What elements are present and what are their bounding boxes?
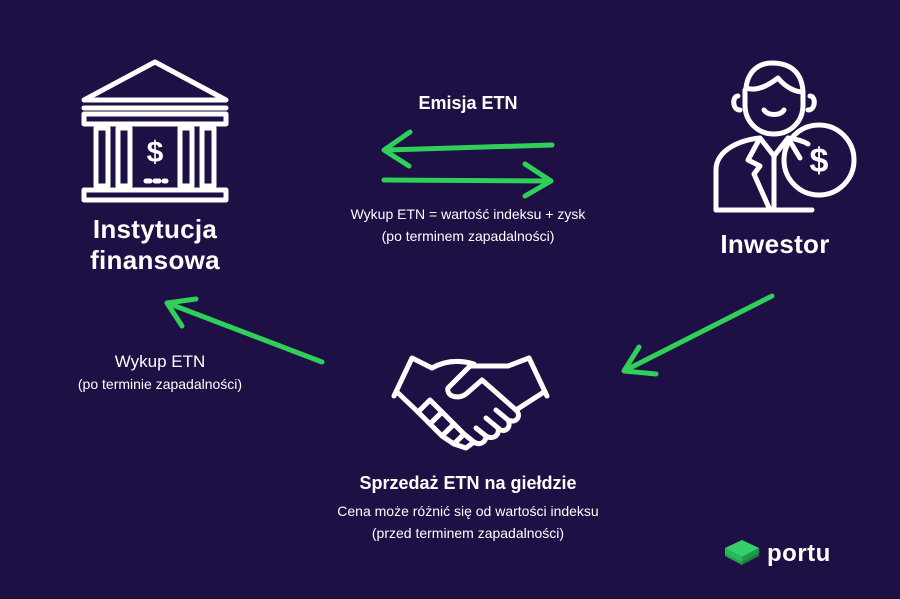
handshake-icon: [391, 355, 550, 451]
wykup-investor-label: Wykup ETN = wartość indeksu + zysk (po t…: [298, 203, 638, 247]
wykup-etn-label: Wykup ETN (po terminie zapadalności): [30, 350, 290, 395]
portu-logo-icon: [725, 540, 759, 565]
exchange-line2: (przed terminem zapadalności): [371, 525, 565, 541]
exchange-line1: Cena może różnić się od wartości indeksu: [337, 503, 599, 519]
svg-text:$: $: [147, 136, 164, 169]
bank-icon: $: [81, 59, 229, 203]
wykup-etn-line1: Wykup ETN: [114, 352, 206, 371]
exchange-title: Sprzedaż ETN na giełdzie: [359, 473, 577, 493]
wykup-etn-line2: (po terminie zapadalności): [77, 376, 243, 392]
exchange-label: Sprzedaż ETN na giełdzie Cena może różni…: [268, 472, 668, 544]
wykup-investor-line1: Wykup ETN = wartość indeksu + zysk: [350, 206, 586, 222]
emisja-etn-label: Emisja ETN: [418, 93, 518, 113]
institution-label: Instytucja finansowa: [55, 214, 255, 276]
arrow-wykup-do-instytucji: [164, 296, 325, 365]
institution-label-line1: Instytucja: [92, 214, 218, 244]
svg-text:$: $: [810, 142, 829, 180]
arrow-wykup-do-inwestora: [381, 161, 554, 199]
institution-label-line2: finansowa: [90, 245, 220, 275]
portu-logo-text: portu: [767, 540, 831, 567]
arrow-do-gieldy: [621, 293, 775, 377]
portu-logo: portu: [723, 536, 831, 572]
investor-icon: $: [713, 60, 857, 213]
arrow-emisja-etn: [381, 129, 555, 169]
wykup-investor-line2: (po terminem zapadalności): [381, 228, 555, 244]
investor-label: Inwestor: [720, 229, 830, 259]
